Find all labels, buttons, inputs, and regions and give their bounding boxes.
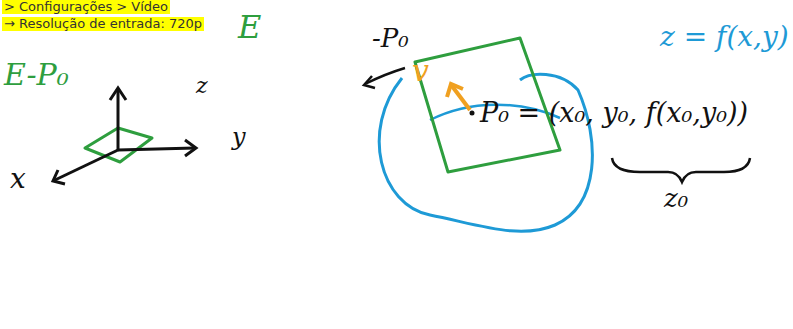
brace: [612, 158, 750, 182]
normal-arrowhead: [447, 84, 463, 97]
point-dot: [470, 111, 475, 116]
menu-note: > Configurações > Vídeo: [2, 0, 170, 14]
axis-label: x: [10, 164, 26, 195]
axis-label: y: [232, 124, 246, 150]
y-arrowhead: [185, 140, 196, 156]
plane-label: E: [238, 10, 261, 45]
menu-note: → Resolução de entrada: 720p: [2, 17, 204, 31]
axis-label: z: [196, 74, 208, 98]
point-formula: P₀ = (x₀, y₀, f(x₀,y₀)): [480, 98, 748, 128]
x-arrowhead: [53, 170, 65, 184]
translate-arrowhead: [364, 76, 375, 88]
coordinate-label: z₀: [664, 184, 688, 213]
translation-label: -P₀: [372, 24, 409, 53]
x-axis: [55, 150, 118, 180]
plane-label: E-P₀: [4, 58, 69, 91]
z-axis: [117, 90, 120, 150]
vector-label: v: [412, 54, 429, 87]
y-axis: [118, 148, 195, 150]
z-arrowhead: [110, 88, 126, 100]
surface-label: z = f(x,y): [660, 22, 789, 53]
